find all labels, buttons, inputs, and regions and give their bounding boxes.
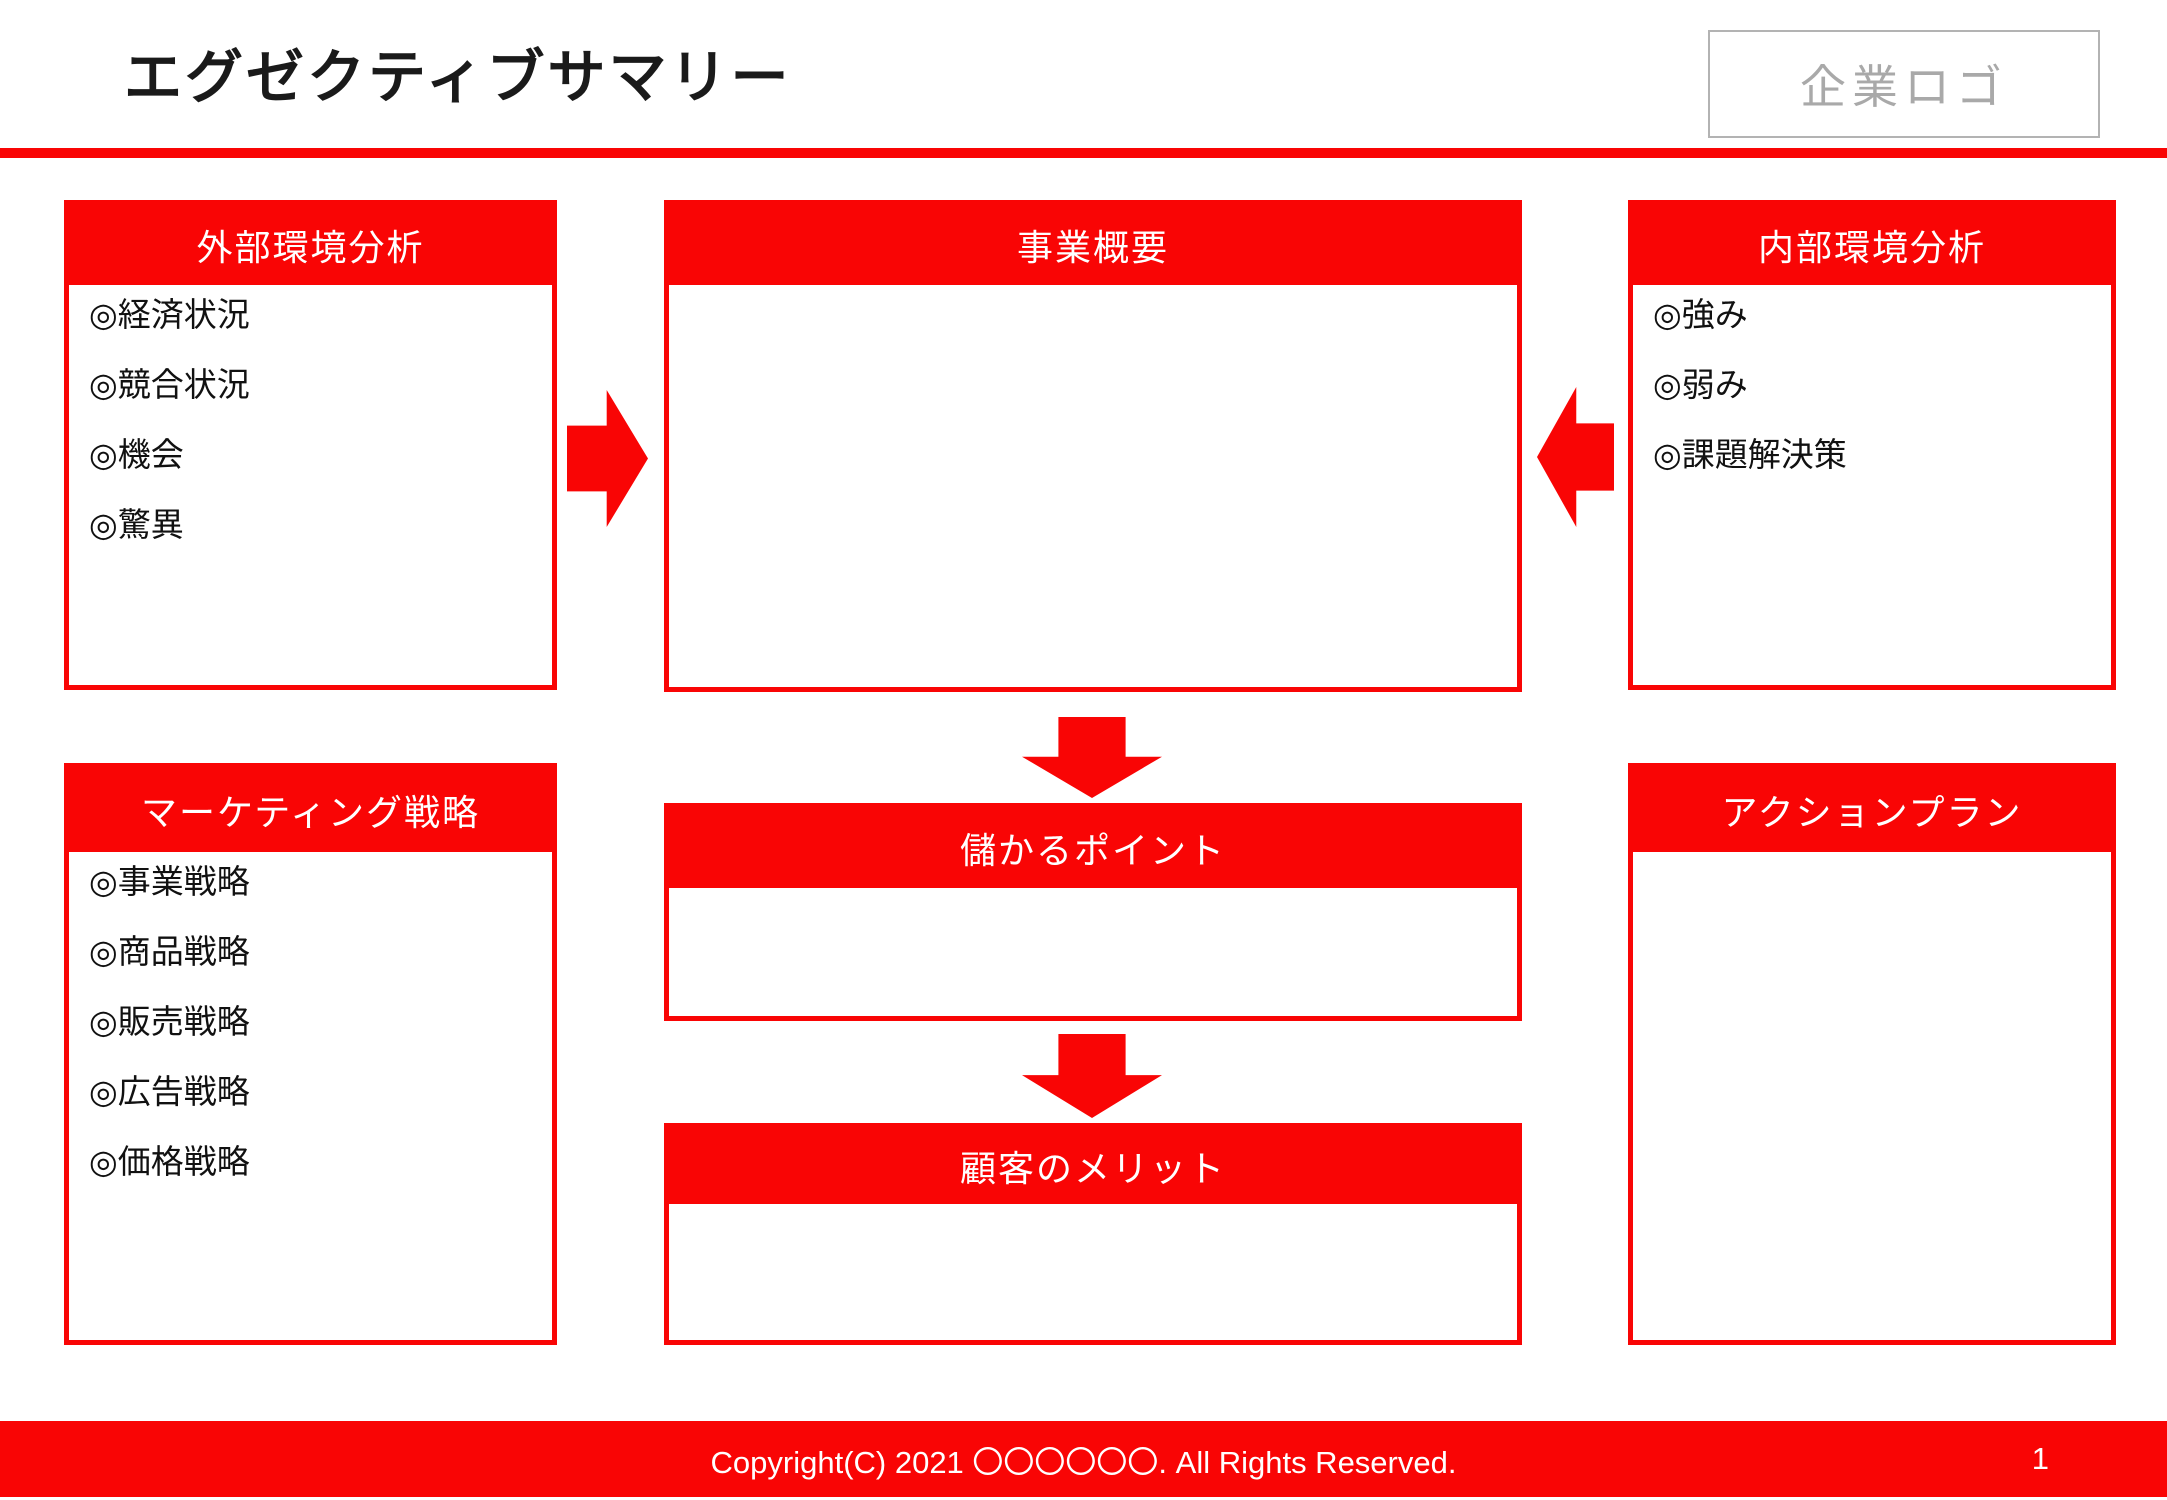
panel-item: ◎販売戦略: [89, 1003, 250, 1040]
panel-business-overview: 事業概要: [664, 200, 1522, 692]
block-arrow-left-icon: [1537, 387, 1614, 527]
panel-marketing-strategy: マーケティング戦略 ◎事業戦略 ◎商品戦略 ◎販売戦略 ◎広告戦略 ◎価格戦略: [64, 763, 557, 1345]
block-arrow-right-icon: [567, 390, 648, 527]
page-title: エグゼクティブサマリー: [124, 45, 792, 110]
panel-item: ◎経済状況: [89, 296, 250, 333]
panel-internal-analysis: 内部環境分析 ◎強み ◎弱み ◎課題解決策: [1628, 200, 2116, 690]
company-logo-label: 企業ロゴ: [1800, 61, 2008, 113]
footer-bar: Copyright(C) 2021 〇〇〇〇〇〇. All Rights Res…: [0, 1421, 2167, 1497]
panel-marketing-strategy-title: マーケティング戦略: [69, 768, 552, 852]
panel-business-overview-title: 事業概要: [669, 205, 1517, 285]
panel-item: ◎弱み: [1653, 366, 1748, 403]
page-number: 1: [2031, 1441, 2049, 1476]
panel-business-overview-body-empty: [669, 285, 1517, 297]
panel-customer-merit: 顧客のメリット: [664, 1123, 1522, 1345]
panel-internal-analysis-title: 内部環境分析: [1633, 205, 2111, 285]
panel-item: ◎競合状況: [89, 366, 250, 403]
panel-item: ◎事業戦略: [89, 863, 250, 900]
panel-item: ◎強み: [1653, 296, 1748, 333]
panel-action-plan: アクションプラン: [1628, 763, 2116, 1345]
panel-external-analysis-title: 外部環境分析: [69, 205, 552, 285]
panel-item: ◎機会: [89, 436, 184, 473]
panel-item: ◎価格戦略: [89, 1143, 250, 1180]
header-divider-rule: [0, 148, 2167, 158]
panel-item: ◎広告戦略: [89, 1073, 250, 1110]
panel-external-analysis: 外部環境分析 ◎経済状況 ◎競合状況 ◎機会 ◎驚異: [64, 200, 557, 690]
panel-external-analysis-list: ◎経済状況 ◎競合状況 ◎機会 ◎驚異: [69, 285, 552, 577]
panel-profit-point: 儲かるポイント: [664, 803, 1522, 1021]
company-logo-placeholder: 企業ロゴ: [1708, 30, 2100, 138]
panel-internal-analysis-list: ◎強み ◎弱み ◎課題解決策: [1633, 285, 2111, 507]
panel-marketing-strategy-list: ◎事業戦略 ◎商品戦略 ◎販売戦略 ◎広告戦略 ◎価格戦略: [69, 852, 552, 1214]
panel-item: ◎課題解決策: [1653, 436, 1847, 473]
copyright-text: Copyright(C) 2021 〇〇〇〇〇〇. All Rights Res…: [710, 1444, 1457, 1480]
panel-profit-point-body-empty: [669, 888, 1517, 900]
panel-action-plan-title: アクションプラン: [1633, 768, 2111, 852]
block-arrow-down-icon: [1022, 717, 1162, 798]
panel-customer-merit-title: 顧客のメリット: [669, 1128, 1517, 1204]
panel-item: ◎商品戦略: [89, 933, 250, 970]
panel-action-plan-body-empty: [1633, 852, 2111, 864]
panel-customer-merit-body-empty: [669, 1204, 1517, 1216]
block-arrow-down-icon: [1022, 1034, 1162, 1118]
panel-profit-point-title: 儲かるポイント: [669, 808, 1517, 888]
panel-item: ◎驚異: [89, 506, 184, 543]
